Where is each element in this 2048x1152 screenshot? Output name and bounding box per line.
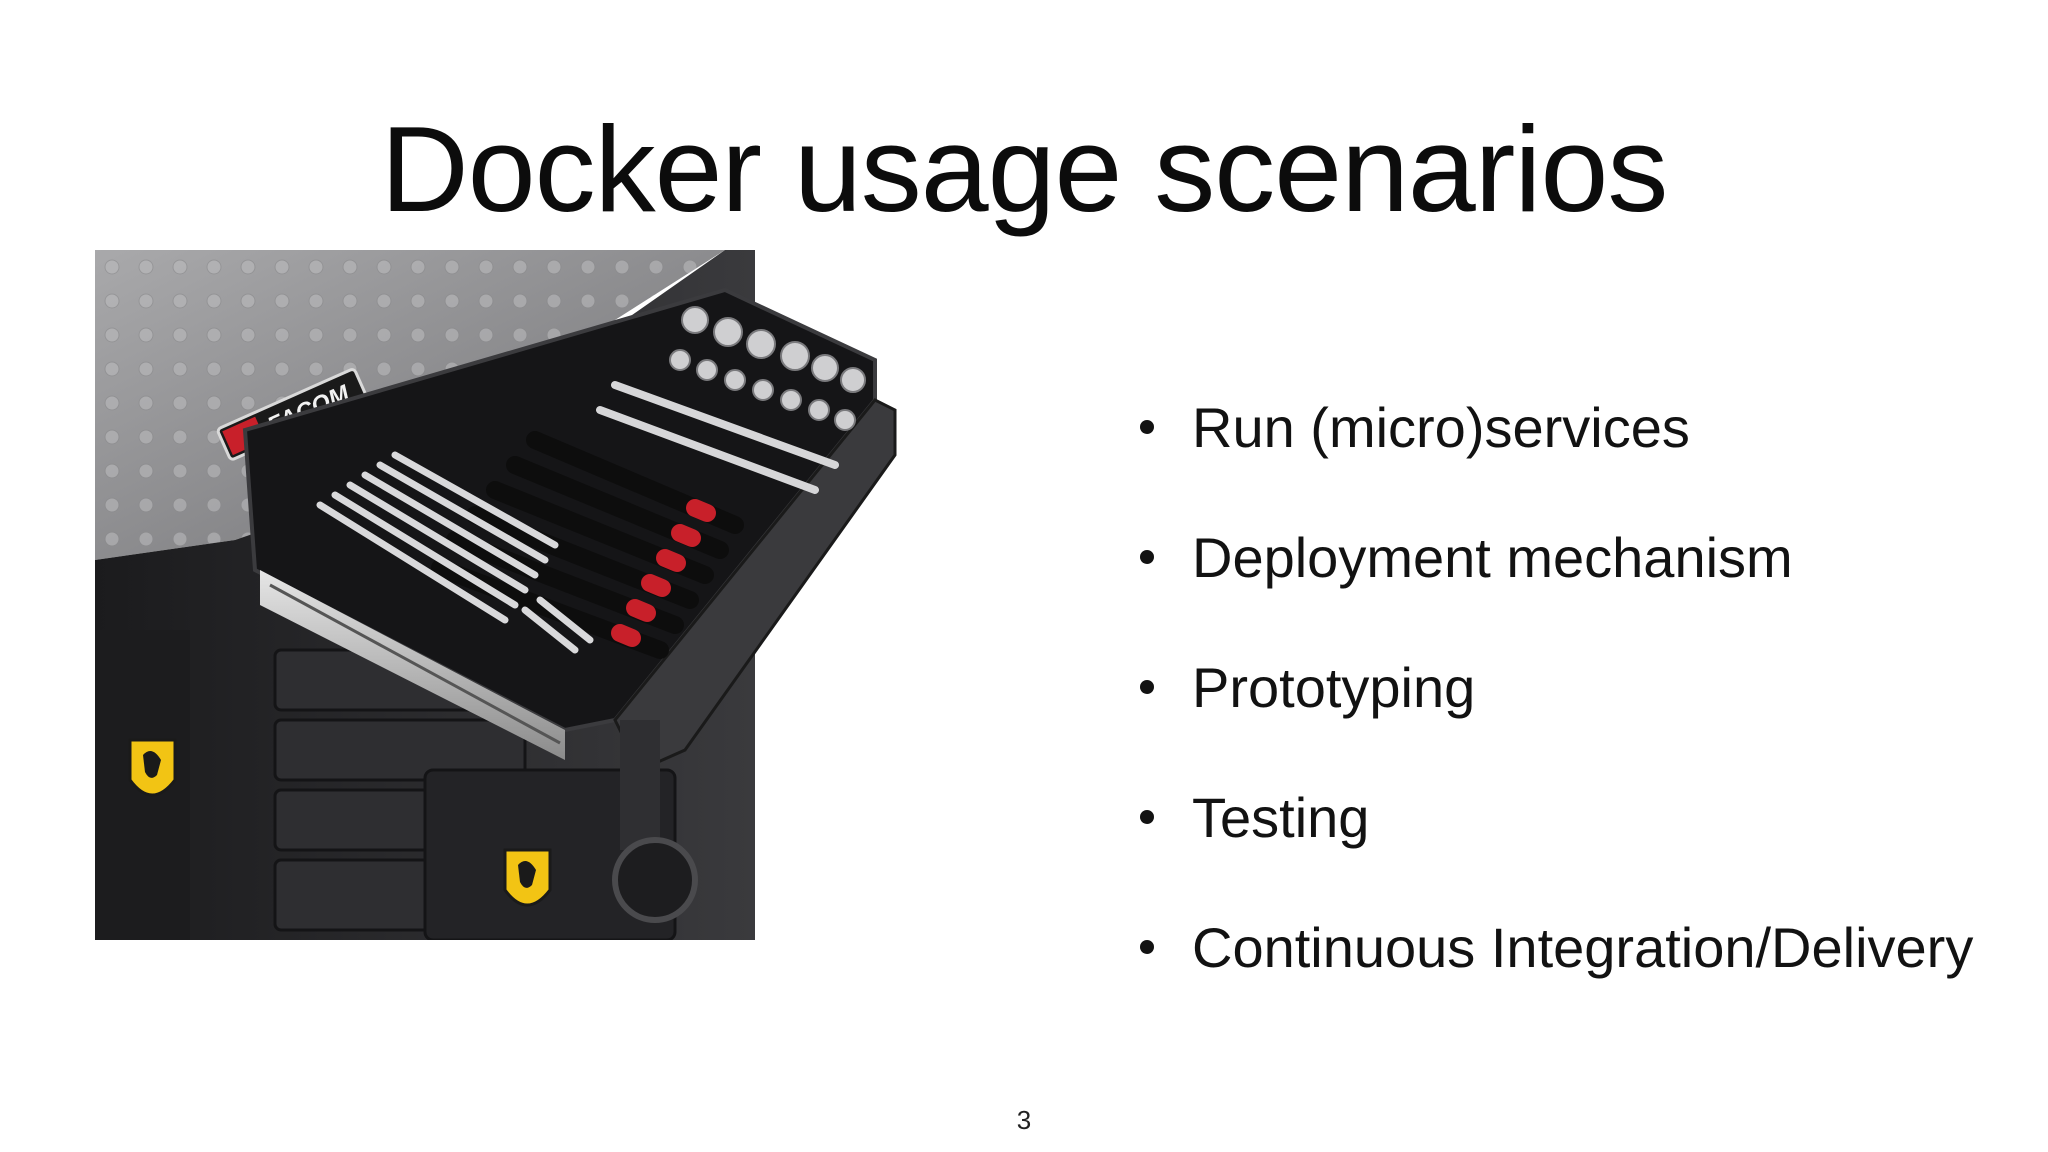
socket-set — [669, 306, 866, 431]
bullet-text: Testing — [1192, 785, 1370, 849]
wheel-icon — [612, 837, 698, 923]
page-number: 3 — [1016, 1105, 1032, 1135]
bullet-list: Run (micro)services Deployment mechanism… — [1140, 362, 2020, 1012]
bullet-icon — [1140, 680, 1154, 694]
list-item: Deployment mechanism — [1140, 492, 2020, 622]
bullet-icon — [1140, 940, 1154, 954]
shield-badge-icon — [128, 738, 177, 797]
wrench-set — [316, 451, 594, 654]
list-item: Prototyping — [1140, 622, 2020, 752]
bullet-icon — [1140, 420, 1154, 434]
list-item: Continuous Integration/Delivery — [1140, 882, 2020, 1012]
bullet-text: Continuous Integration/Delivery — [1192, 915, 1974, 979]
slide-title: Docker usage scenarios — [380, 101, 1669, 237]
toolbox-image: FACOM — [95, 250, 897, 940]
bullet-icon — [1140, 810, 1154, 824]
bullet-icon — [1140, 550, 1154, 564]
bullet-text: Deployment mechanism — [1192, 525, 1793, 589]
list-item: Testing — [1140, 752, 2020, 882]
shield-badge-icon — [503, 848, 552, 907]
list-item: Run (micro)services — [1140, 362, 2020, 492]
bullet-text: Prototyping — [1192, 655, 1476, 719]
bullet-text: Run (micro)services — [1192, 395, 1690, 459]
